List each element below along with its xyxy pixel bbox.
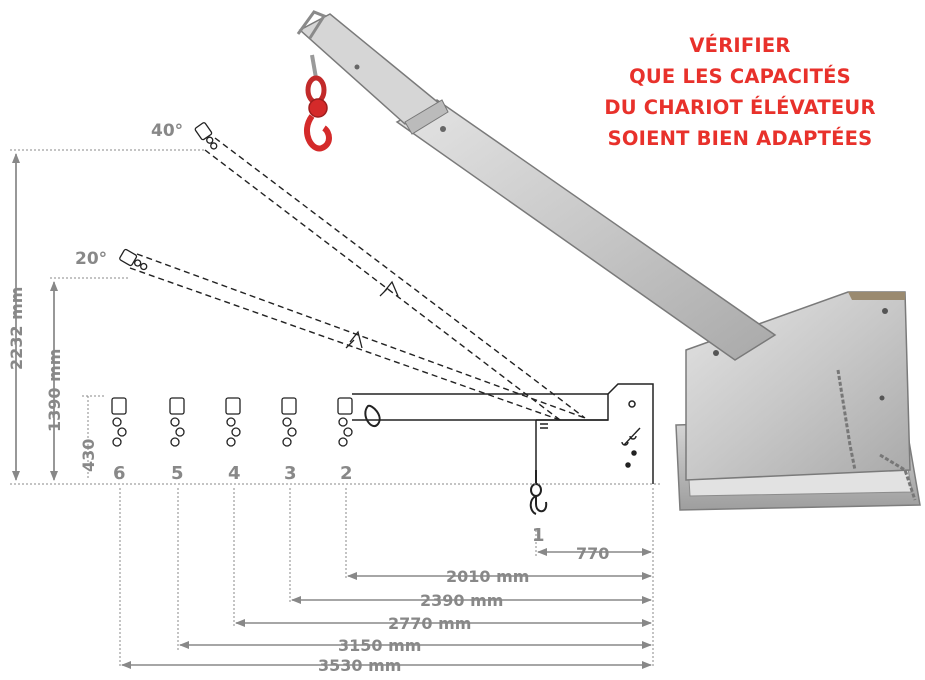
tilted-boom-20 [129,253,586,421]
hook-icon-1 [529,470,548,515]
tilted-boom-40 [204,137,586,421]
warning-line-3: DU CHARIOT ÉLÉVATEUR [604,96,876,119]
crane-photo [296,10,921,511]
position-label-3: 3 [284,463,297,484]
height-label-2232: 2232 mm [7,287,26,370]
warning-line-2: QUE LES CAPACITÉS [629,65,851,88]
position-label-2: 2 [340,463,353,484]
position-label-4: 4 [228,463,241,484]
horizontal-boom [352,393,609,421]
height-label-1390: 1390 mm [45,349,64,432]
distance-label-3530: 3530 mm [318,656,401,675]
distance-label-2010: 2010 mm [446,567,529,586]
distance-label-770: 770 [576,544,609,563]
hook-chain-icon-6 [111,397,127,447]
angle-label-40: 40° [151,121,183,141]
hook-icon-40 [194,122,218,150]
hook-chain-icon-4 [225,397,241,447]
distance-label-2390: 2390 mm [420,591,503,610]
boom-line-drawing [352,383,654,484]
hook-chain-icon-2 [337,397,353,447]
red-hook-icon [304,54,332,152]
position-label-5: 5 [171,463,184,484]
crane-body-outline [607,383,654,484]
capacity-warning: VÉRIFIER QUE LES CAPACITÉS DU CHARIOT ÉL… [555,30,925,154]
hook-chain-icon-3 [281,397,297,447]
height-label-430: 430 [79,439,98,472]
warning-line-1: VÉRIFIER [689,34,791,57]
distance-label-3150: 3150 mm [338,636,421,655]
distance-label-2770: 2770 mm [388,614,471,633]
hook-chain-icon-5 [169,397,185,447]
dimension-lines [10,149,660,668]
angle-label-20: 20° [75,249,107,269]
hook-icon-20 [119,248,148,271]
position-label-1: 1 [532,525,545,546]
position-label-6: 6 [113,463,126,484]
warning-line-4: SOIENT BIEN ADAPTÉES [607,127,873,150]
